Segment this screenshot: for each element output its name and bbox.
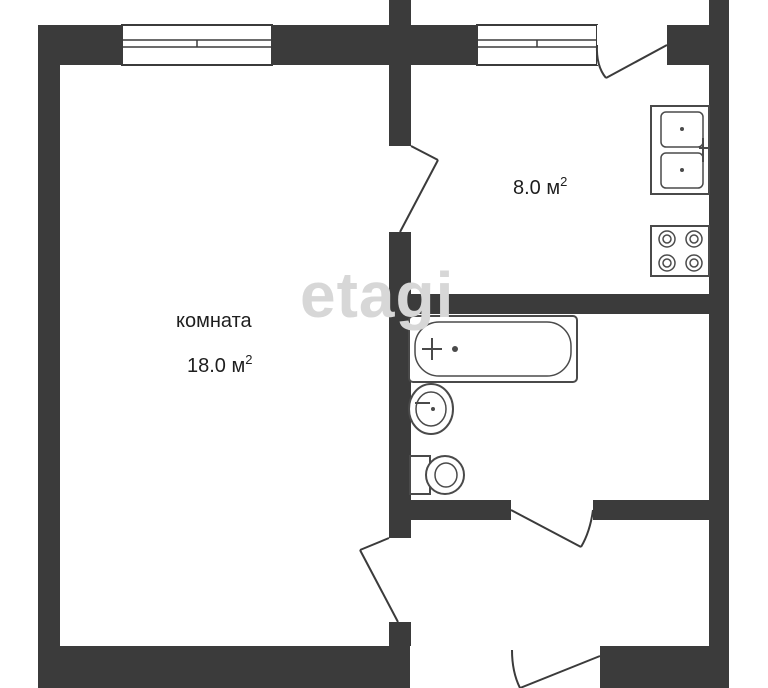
living-area-unit-exponent: 2 bbox=[245, 352, 253, 367]
kitchen-area-unit-exponent: 2 bbox=[560, 174, 568, 189]
wall-right bbox=[709, 0, 729, 688]
wall-living-hall bbox=[389, 500, 411, 538]
outer-walls bbox=[38, 0, 729, 688]
wall-bath-hall-right bbox=[593, 500, 709, 520]
door-living-hall bbox=[359, 537, 399, 623]
toilet bbox=[409, 455, 465, 495]
wall-top-middle bbox=[272, 25, 477, 65]
living-area-label: 18.0 м2 bbox=[187, 352, 252, 378]
door-kitchen bbox=[399, 145, 439, 233]
wall-right-top-stub bbox=[710, 0, 728, 14]
living-area: 18.0 м bbox=[187, 355, 246, 377]
window-living bbox=[121, 24, 273, 66]
wall-bath-hall-left bbox=[411, 500, 511, 520]
wall-living-kitchen-lower bbox=[389, 232, 411, 500]
door-bathroom bbox=[510, 509, 594, 548]
wall-kitchen-bath bbox=[411, 294, 709, 314]
kitchen-area-label: 8.0 м2 bbox=[513, 174, 567, 200]
stove bbox=[650, 225, 710, 277]
wall-living-hall-bottom bbox=[389, 622, 411, 646]
door-entrance bbox=[511, 649, 601, 688]
wall-bottom-left bbox=[38, 646, 410, 688]
kitchen-sink bbox=[650, 105, 710, 195]
kitchen-area: 8.0 м bbox=[513, 177, 561, 199]
watermark: etagi bbox=[300, 259, 455, 331]
wall-living-kitchen-upper bbox=[389, 25, 411, 146]
wall-left bbox=[38, 25, 60, 688]
window-kitchen bbox=[476, 24, 598, 66]
wall-top-left bbox=[38, 25, 122, 65]
door-balcony bbox=[595, 44, 668, 79]
living-room-name: комната bbox=[176, 310, 252, 332]
balcony-walls bbox=[389, 0, 667, 65]
bathtub bbox=[408, 315, 578, 383]
washbasin bbox=[408, 383, 454, 435]
interior-walls bbox=[389, 25, 709, 646]
wall-bottom-right bbox=[600, 646, 729, 688]
